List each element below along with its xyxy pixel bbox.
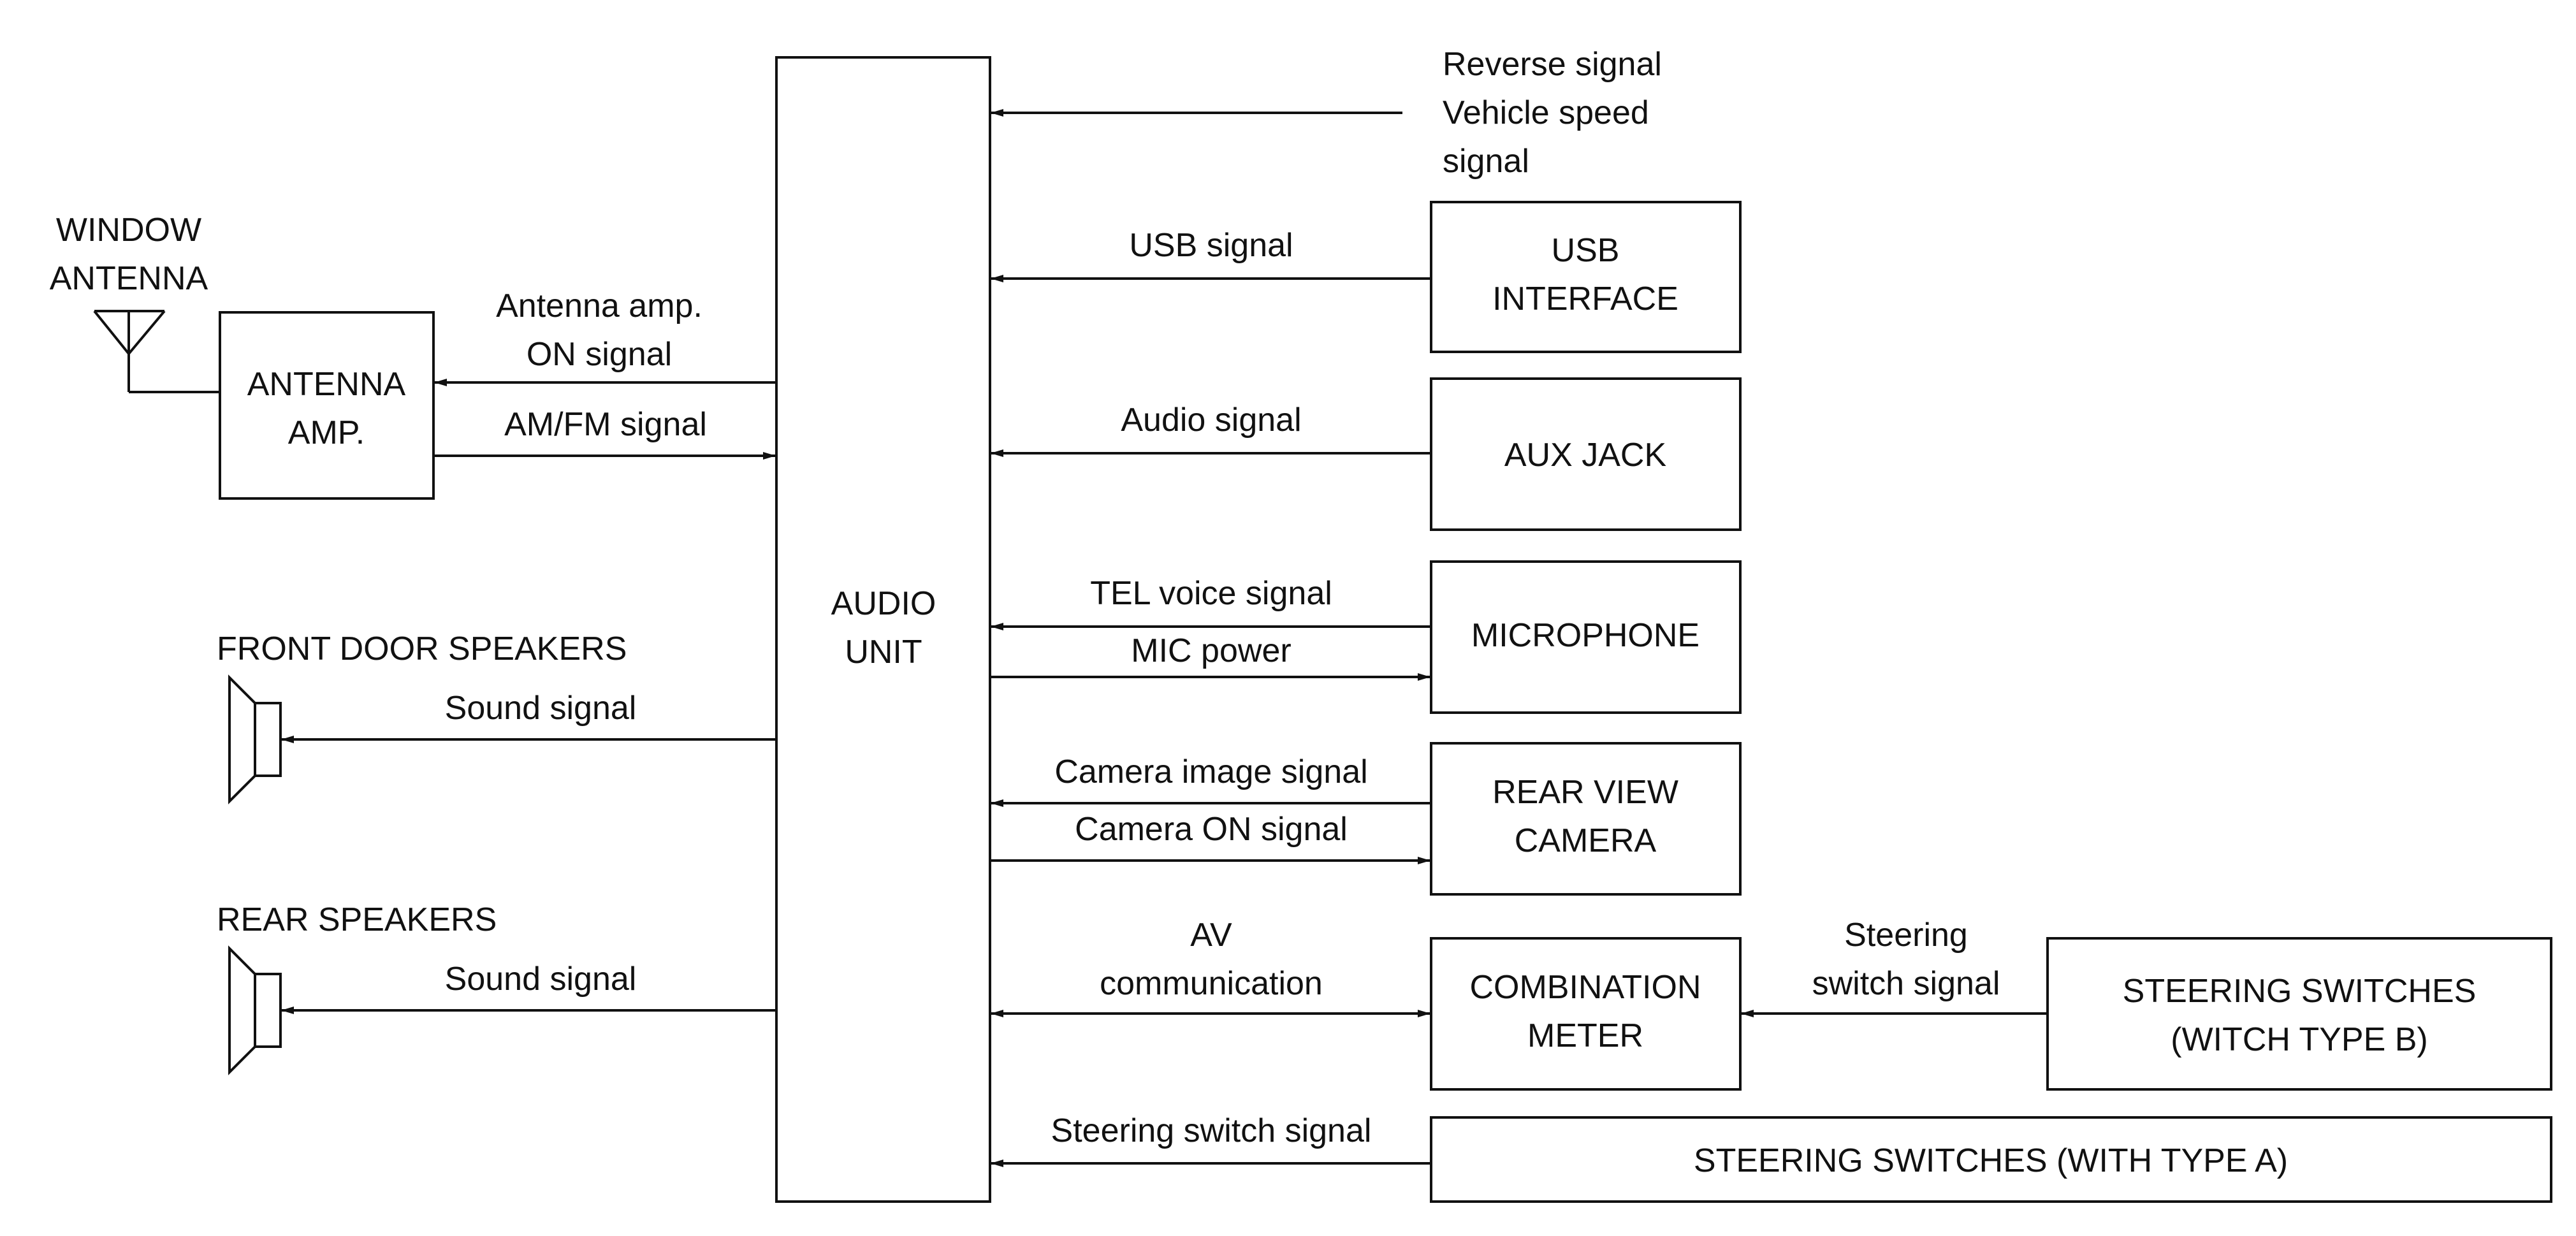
combination-meter-label-2: METER [1527,1017,1643,1054]
microphone-label: MICROPHONE [1471,617,1699,654]
antenna-amp-label: Antenna amp. [496,287,702,324]
window-antenna-label-1: WINDOW [56,212,201,249]
steering-switches-b-label-2: (WITCH TYPE B) [2171,1021,2427,1058]
audio-unit-label-1: AUDIO [831,585,936,622]
rear-speaker-icon [228,945,282,1075]
rear-speakers-label: REAR SPEAKERS [217,901,497,938]
combination-meter-box [1430,937,1742,1091]
usb-interface-label-1: USB [1552,232,1620,269]
am-fm-signal-label: AM/FM signal [504,406,707,443]
antenna-icon [93,310,220,393]
front-sound-signal-label: Sound signal [445,690,637,727]
steering-switch-a-signal-label: Steering switch signal [1051,1112,1372,1149]
steering-switches-a-box [1430,1116,2552,1203]
usb-interface-label-2: INTERFACE [1492,280,1678,317]
rear-view-camera-box [1430,742,1742,896]
audio-unit-box [775,56,991,1203]
combination-meter-label-1: COMBINATION [1469,969,1701,1006]
aux-jack-box [1430,377,1742,531]
av-label: AV [1190,917,1232,954]
rear-view-camera-label-1: REAR VIEW [1492,774,1678,811]
usb-signal-label: USB signal [1129,227,1293,264]
antenna-amp-box [219,311,435,500]
front-door-speakers-label: FRONT DOOR SPEAKERS [217,630,627,667]
tel-voice-signal-label: TEL voice signal [1090,575,1332,612]
steering-switches-a-label: STEERING SWITCHES (WITH TYPE A) [1694,1142,2288,1179]
antenna-amp-label-1: ANTENNA [247,366,406,403]
audio-signal-label: Audio signal [1121,402,1301,439]
antenna-amp-label-2: AMP. [288,414,365,451]
aux-jack-label: AUX JACK [1504,437,1667,474]
switch-signal-label: switch signal [1812,965,2000,1002]
window-antenna-label-2: ANTENNA [50,260,208,297]
on-signal-label: ON signal [527,336,672,373]
communication-label: communication [1100,965,1323,1002]
mic-power-label: MIC power [1131,632,1291,669]
camera-image-signal-label: Camera image signal [1054,753,1367,790]
steering-switches-b-box [2046,937,2552,1091]
steering-switches-b-label-1: STEERING SWITCHES [2123,973,2477,1010]
rear-sound-signal-label: Sound signal [445,961,637,998]
microphone-box [1430,560,1742,714]
steering-label: Steering [1844,917,1968,954]
vehicle-speed-label: Vehicle speed [1443,94,1649,131]
reverse-signal-label: Reverse signal [1443,46,1662,83]
audio-unit-label-2: UNIT [845,634,922,671]
rear-view-camera-label-2: CAMERA [1515,822,1657,859]
vehicle-speed-signal-label: signal [1443,143,1529,180]
usb-interface-box [1430,201,1742,353]
camera-on-signal-label: Camera ON signal [1075,811,1348,848]
front-speaker-icon [228,674,282,804]
